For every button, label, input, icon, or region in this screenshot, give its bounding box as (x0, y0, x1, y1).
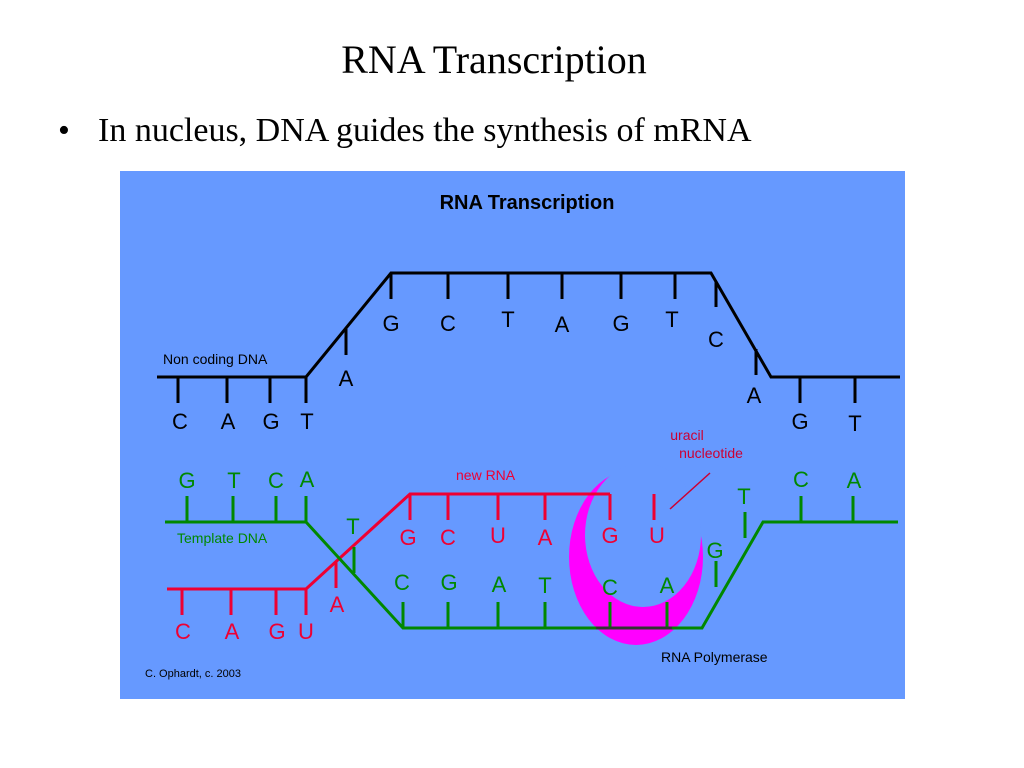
base-letter: G (399, 525, 416, 550)
non-coding-dna-bases: C A G T A G C T A G T C A G T (172, 307, 862, 436)
base-letter: C (268, 468, 284, 493)
base-letter: C (440, 525, 456, 550)
base-letter: A (225, 619, 240, 644)
base-letter: G (178, 468, 195, 493)
base-letter: A (300, 467, 315, 492)
base-letter: T (346, 514, 359, 539)
diagram-title: RNA Transcription (440, 192, 615, 214)
base-letter: G (706, 538, 723, 563)
base-letter: T (665, 307, 678, 332)
base-letter: C (602, 575, 618, 600)
base-letter: C (440, 311, 456, 336)
bullet-icon: • (58, 112, 70, 149)
base-letter: T (300, 409, 313, 434)
base-letter: C (394, 570, 410, 595)
rna-strand (167, 492, 656, 615)
base-letter: T (501, 307, 514, 332)
base-letter: A (555, 312, 570, 337)
uracil-label-line2: nucleotide (679, 445, 743, 461)
base-letter: G (612, 311, 629, 336)
base-letter: U (490, 523, 506, 548)
bullet-point: • In nucleus, DNA guides the synthesis o… (58, 112, 752, 150)
base-letter: U (298, 619, 314, 644)
base-letter: G (791, 409, 808, 434)
base-letter: A (221, 409, 236, 434)
base-letter: A (330, 592, 345, 617)
polymerase-highlight (569, 463, 703, 645)
base-letter: A (660, 573, 675, 598)
template-dna-strand (165, 496, 898, 630)
base-letter: A (747, 383, 762, 408)
credit-text: C. Ophardt, c. 2003 (145, 668, 241, 680)
base-letter: T (538, 573, 551, 598)
base-letter: G (601, 523, 618, 548)
bullet-text: In nucleus, DNA guides the synthesis of … (98, 112, 752, 149)
base-letter: A (847, 468, 862, 493)
base-letter: T (848, 411, 861, 436)
base-letter: A (538, 525, 553, 550)
uracil-label-line1: uracil (670, 427, 703, 443)
base-letter: G (268, 619, 285, 644)
rna-polymerase-label: RNA Polymerase (661, 649, 768, 665)
base-letter: U (649, 523, 665, 548)
transcription-diagram: RNA Transcription C A G T A G C T A G T (120, 171, 905, 699)
non-coding-dna-label: Non coding DNA (163, 351, 268, 367)
rna-bases: C A G U A G C U A G U (175, 523, 665, 644)
template-dna-bases: G T C A T C G A T C A G T C A (178, 467, 861, 600)
new-rna-label: new RNA (456, 467, 516, 483)
template-dna-label: Template DNA (177, 530, 268, 546)
base-letter: C (172, 409, 188, 434)
uracil-annotation: uracil nucleotide (669, 427, 743, 510)
base-letter: C (708, 327, 724, 352)
non-coding-dna-strand (157, 271, 900, 403)
base-letter: G (440, 570, 457, 595)
base-letter: G (382, 311, 399, 336)
base-letter: T (227, 468, 240, 493)
uracil-pointer-line (669, 472, 711, 510)
diagram-background (120, 171, 905, 699)
slide-title: RNA Transcription (341, 37, 647, 82)
base-letter: T (737, 484, 750, 509)
base-letter: G (262, 409, 279, 434)
base-letter: A (339, 366, 354, 391)
base-letter: C (175, 619, 191, 644)
base-letter: C (793, 467, 809, 492)
base-letter: A (492, 572, 507, 597)
